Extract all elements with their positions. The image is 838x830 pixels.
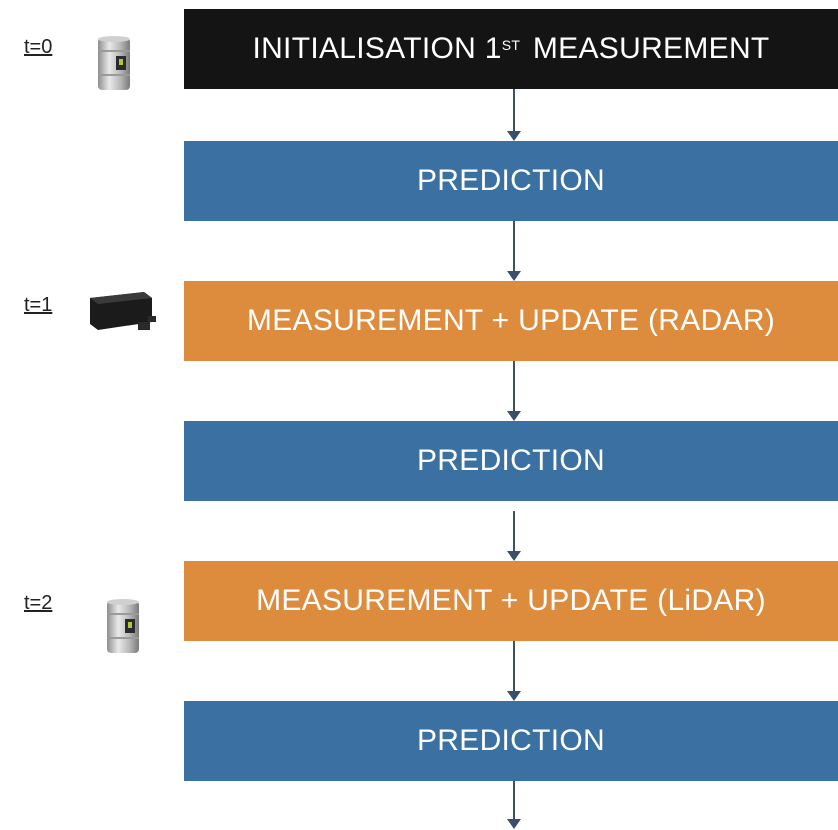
flow-arrow — [507, 89, 521, 141]
flow-arrow — [507, 221, 521, 281]
init-text: INITIALISATION 1 — [252, 32, 502, 65]
step-measurement-radar: MEASUREMENT + UPDATE (RADAR) — [184, 281, 838, 361]
time-label-t0: t=0 — [24, 36, 53, 58]
step-measurement-lidar: MEASUREMENT + UPDATE (LiDAR) — [184, 561, 838, 641]
radar-sensor-icon — [90, 292, 156, 330]
step-prediction-3: PREDICTION — [184, 701, 838, 781]
flow-arrow — [507, 361, 521, 421]
step-prediction-2: PREDICTION — [184, 421, 838, 501]
flow-arrow — [507, 641, 521, 701]
flow-arrow — [507, 511, 521, 561]
init-rest: MEASUREMENT — [524, 32, 770, 65]
time-label-t1: t=1 — [24, 294, 53, 316]
lidar-sensor-icon — [107, 599, 139, 653]
init-superscript: ST — [501, 37, 521, 53]
step-prediction-1: PREDICTION — [184, 141, 838, 221]
lidar-sensor-icon — [98, 36, 130, 90]
flow-arrow — [507, 781, 521, 829]
time-label-t2: t=2 — [24, 592, 53, 614]
